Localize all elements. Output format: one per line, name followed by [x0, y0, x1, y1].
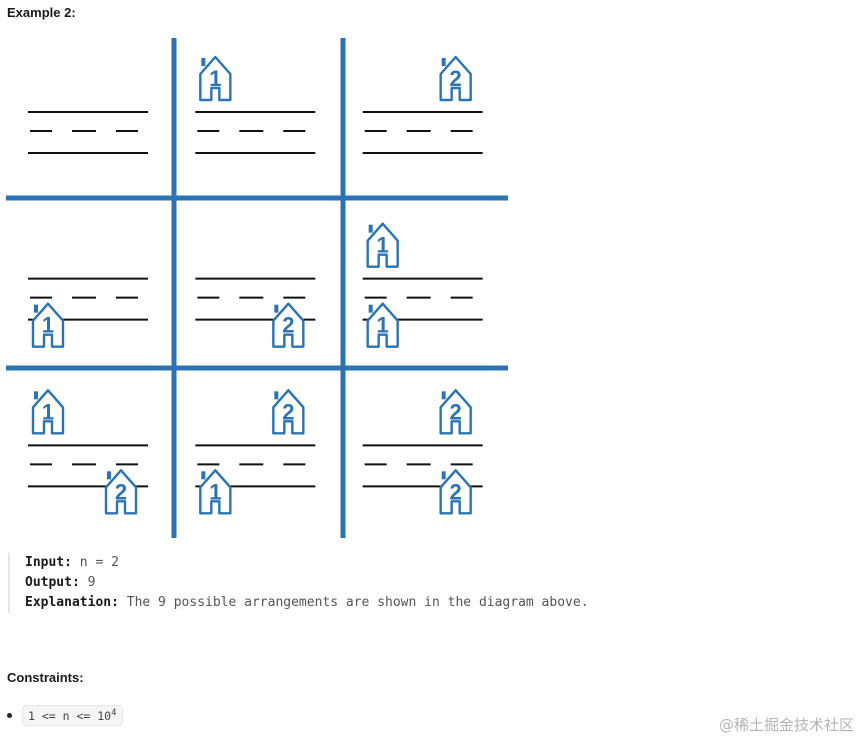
constraint-item: 1 <= n <= 104 — [7, 705, 123, 726]
house-outline — [31, 302, 65, 348]
house-outline — [31, 389, 65, 435]
house-chimney — [107, 471, 111, 480]
house-icon: 1 — [31, 302, 65, 348]
house-number: 2 — [450, 66, 462, 91]
input-label: Input: — [25, 555, 72, 570]
house-icon: 1 — [199, 469, 232, 515]
house-number: 1 — [377, 313, 389, 338]
house-outline — [104, 469, 138, 515]
explanation-label: Explanation: — [25, 595, 119, 610]
house-number: 1 — [209, 66, 221, 91]
explanation-line: Explanation: The 9 possible arrangements… — [25, 593, 725, 613]
constraint-base: 1 <= n <= 10 — [28, 708, 112, 723]
house-chimney — [441, 471, 446, 480]
house-outline — [199, 55, 232, 102]
house-outline — [272, 389, 305, 435]
diagram-cell: 12 — [28, 389, 148, 515]
house-chimney — [274, 391, 279, 400]
diagram-cell: 1 — [28, 277, 148, 348]
house-icon: 2 — [439, 389, 472, 435]
house-icon: 2 — [104, 469, 138, 515]
house-outline — [439, 55, 472, 102]
house-number: 2 — [282, 313, 294, 338]
house-outline — [272, 302, 305, 348]
constraint-exponent: 4 — [111, 708, 117, 718]
house-chimney — [441, 58, 446, 66]
house-number: 1 — [209, 479, 221, 504]
diagram-cell: 11 — [362, 222, 483, 348]
watermark: @稀土掘金技术社区 — [718, 716, 854, 734]
house-outline — [199, 469, 232, 515]
explanation-value: The 9 possible arrangements are shown in… — [118, 595, 589, 610]
constraints-heading: Constraints: — [7, 670, 84, 685]
input-value: n = 2 — [71, 555, 119, 570]
house-chimney — [368, 224, 373, 233]
bullet-icon — [7, 712, 12, 718]
house-outline — [439, 389, 472, 435]
house-number: 1 — [42, 399, 54, 424]
diagram-cell: 2 — [362, 55, 483, 154]
house-number: 2 — [450, 479, 462, 504]
example-io-block: Input: n = 2 Output: 9 Explanation: The … — [8, 553, 725, 613]
house-icon: 2 — [272, 389, 305, 435]
house-outline — [439, 469, 472, 515]
house-number: 1 — [377, 233, 389, 258]
house-chimney — [441, 391, 446, 400]
constraints-list: 1 <= n <= 104 — [7, 705, 123, 726]
house-chimney — [201, 58, 206, 66]
house-icon: 1 — [366, 302, 399, 348]
house-chimney — [34, 391, 38, 400]
house-chimney — [368, 304, 373, 313]
house-icon: 2 — [439, 55, 472, 102]
diagram-cell: 21 — [195, 389, 316, 515]
constraint-code: 1 <= n <= 104 — [22, 705, 123, 726]
house-chimney — [34, 304, 38, 313]
house-number: 2 — [450, 399, 462, 424]
output-line: Output: 9 — [25, 573, 725, 593]
output-label: Output: — [25, 575, 80, 590]
house-icon: 2 — [272, 302, 305, 348]
house-outline — [366, 222, 399, 268]
house-number: 2 — [115, 479, 127, 504]
output-value: 9 — [79, 575, 96, 590]
house-icon: 2 — [439, 469, 472, 515]
house-chimney — [201, 471, 206, 480]
diagram-cell: 1 — [195, 55, 316, 154]
house-icon: 1 — [199, 55, 232, 102]
house-icon: 1 — [31, 389, 65, 435]
house-number: 2 — [282, 399, 294, 424]
house-outline — [366, 302, 399, 348]
house-chimney — [274, 304, 279, 313]
house-icon: 1 — [366, 222, 399, 268]
input-line: Input: n = 2 — [25, 553, 725, 573]
diagram-cell: 22 — [362, 389, 483, 515]
diagram-cell — [28, 111, 148, 154]
example-heading: Example 2: — [7, 5, 76, 20]
diagram-cell: 2 — [195, 277, 316, 348]
house-number: 1 — [42, 313, 54, 338]
